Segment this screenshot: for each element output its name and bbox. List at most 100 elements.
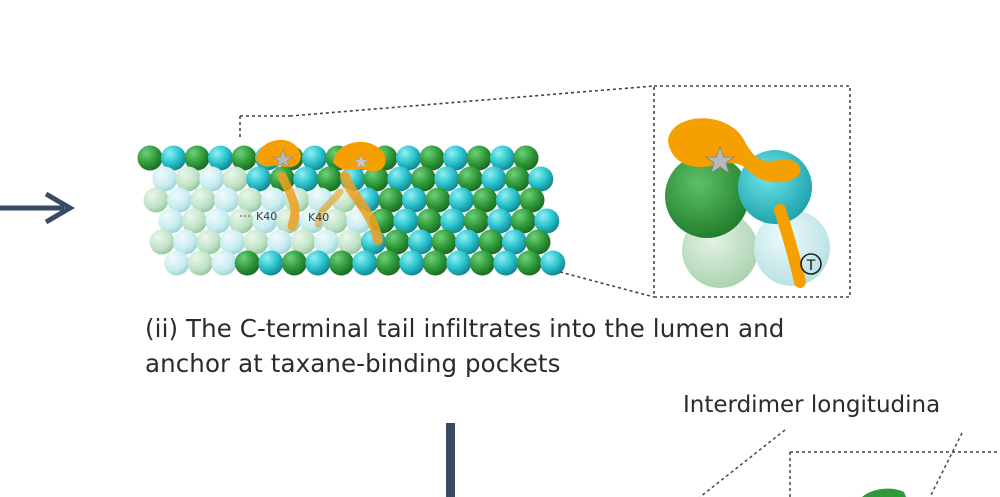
- tubulin-bead: [228, 208, 254, 234]
- tubulin-bead: [422, 250, 448, 276]
- tubulin-bead: [493, 250, 519, 276]
- tubulin-bead: [196, 229, 222, 255]
- tubulin-bead: [443, 145, 468, 171]
- star-icon: [272, 149, 294, 169]
- partial-green-dimer: [862, 488, 906, 497]
- interdimer-connectors: [699, 429, 1000, 497]
- tubulin-bead: [222, 166, 248, 192]
- tubulin-bead: [393, 208, 419, 234]
- tail-cap-2: [333, 141, 386, 172]
- interdimer-label: Interdimer longitudina: [683, 392, 941, 418]
- tubulin-bead: [410, 166, 436, 192]
- tubulin-bead: [302, 145, 327, 171]
- tubulin-bead: [378, 187, 404, 213]
- inset-dimer: [665, 118, 830, 288]
- tubulin-bead: [337, 229, 363, 255]
- tubulin-bead: [440, 208, 466, 234]
- tubulin-bead: [293, 166, 319, 192]
- tubulin-bead: [258, 250, 284, 276]
- k40-label-1: K40: [256, 210, 277, 223]
- tubulin-bead: [540, 250, 566, 276]
- tubulin-bead: [152, 166, 178, 192]
- tubulin-bead: [399, 250, 425, 276]
- tubulin-bead: [425, 187, 451, 213]
- tubulin-bead: [184, 145, 210, 171]
- tubulin-bead: [384, 229, 410, 255]
- tubulin-bead: [205, 208, 231, 234]
- tubulin-bead: [352, 250, 378, 276]
- tubulin-bead: [252, 208, 278, 234]
- tubulin-bead: [446, 250, 472, 276]
- star-icon: [704, 145, 736, 174]
- tubulin-bead: [261, 187, 286, 213]
- tubulin-bead: [466, 145, 492, 171]
- tubulin-bead: [481, 166, 507, 192]
- tubulin-bead: [502, 229, 527, 255]
- tubulin-bead: [516, 250, 542, 276]
- tubulin-bead: [387, 166, 413, 192]
- zoom-connector: [239, 85, 655, 298]
- tubulin-bead: [519, 187, 545, 213]
- tubulin-bead: [243, 229, 269, 255]
- k40-label-2: K40: [308, 211, 329, 224]
- tubulin-bead: [396, 145, 421, 171]
- tubulin-bead: [161, 145, 186, 171]
- tubulin-bead: [363, 166, 389, 192]
- tubulin-bead: [267, 229, 292, 255]
- tubulin-bead: [211, 250, 237, 276]
- caption-line-2: anchor at taxane-binding pockets: [145, 349, 561, 378]
- tubulin-bead: [175, 166, 201, 192]
- c-terminal-tail-paths: [277, 171, 383, 245]
- taxane-symbol-icon: T: [800, 253, 822, 275]
- tubulin-bead: [416, 208, 442, 234]
- tubulin-bead: [510, 208, 536, 234]
- tubulin-bead: [208, 145, 233, 171]
- tubulin-bead: [305, 250, 331, 276]
- vertical-arrow-shaft: [446, 423, 455, 497]
- tubulin-bead: [328, 250, 354, 276]
- tubulin-bead: [504, 166, 530, 192]
- tubulin-bead: [525, 229, 551, 255]
- tubulin-bead: [534, 208, 560, 234]
- tubulin-bead: [237, 187, 263, 213]
- tubulin-bead: [316, 166, 342, 192]
- tubulin-bead: [431, 229, 457, 255]
- tubulin-bead: [457, 166, 483, 192]
- star-icon: [353, 154, 369, 169]
- tubulin-bead: [167, 187, 192, 213]
- tubulin-bead: [143, 187, 169, 213]
- tubulin-bead: [487, 208, 513, 234]
- tubulin-bead: [173, 229, 198, 255]
- tubulin-bead: [220, 229, 245, 255]
- tubulin-bead: [149, 229, 175, 255]
- tubulin-bead: [290, 229, 316, 255]
- tubulin-bead: [314, 229, 339, 255]
- tubulin-bead: [190, 187, 216, 213]
- tubulin-bead: [199, 166, 225, 192]
- figure-caption: (ii) The C-terminal tail infiltrates int…: [145, 311, 945, 381]
- tubulin-bead: [137, 145, 163, 171]
- tubulin-bead: [158, 208, 184, 234]
- tubulin-bead: [408, 229, 433, 255]
- tubulin-bead: [490, 145, 515, 171]
- tubulin-bead: [234, 250, 260, 276]
- tubulin-bead: [496, 187, 521, 213]
- tubulin-bead: [214, 187, 239, 213]
- tubulin-bead: [472, 187, 498, 213]
- tubulin-bead: [463, 208, 489, 234]
- caption-line-1: (ii) The C-terminal tail infiltrates int…: [145, 314, 785, 343]
- tubulin-bead: [281, 250, 307, 276]
- arrow-right-icon: [0, 191, 75, 225]
- tubulin-bead: [434, 166, 460, 192]
- tubulin-bead: [181, 208, 207, 234]
- tubulin-bead: [322, 208, 348, 234]
- tubulin-bead: [187, 250, 213, 276]
- tubulin-bead: [231, 145, 257, 171]
- zoom-inset-box: [653, 85, 851, 298]
- tubulin-bead: [478, 229, 504, 255]
- tubulin-bead: [419, 145, 445, 171]
- tubulin-bead: [528, 166, 554, 192]
- tail-cap-1: [256, 139, 301, 168]
- tubulin-bead: [164, 250, 190, 276]
